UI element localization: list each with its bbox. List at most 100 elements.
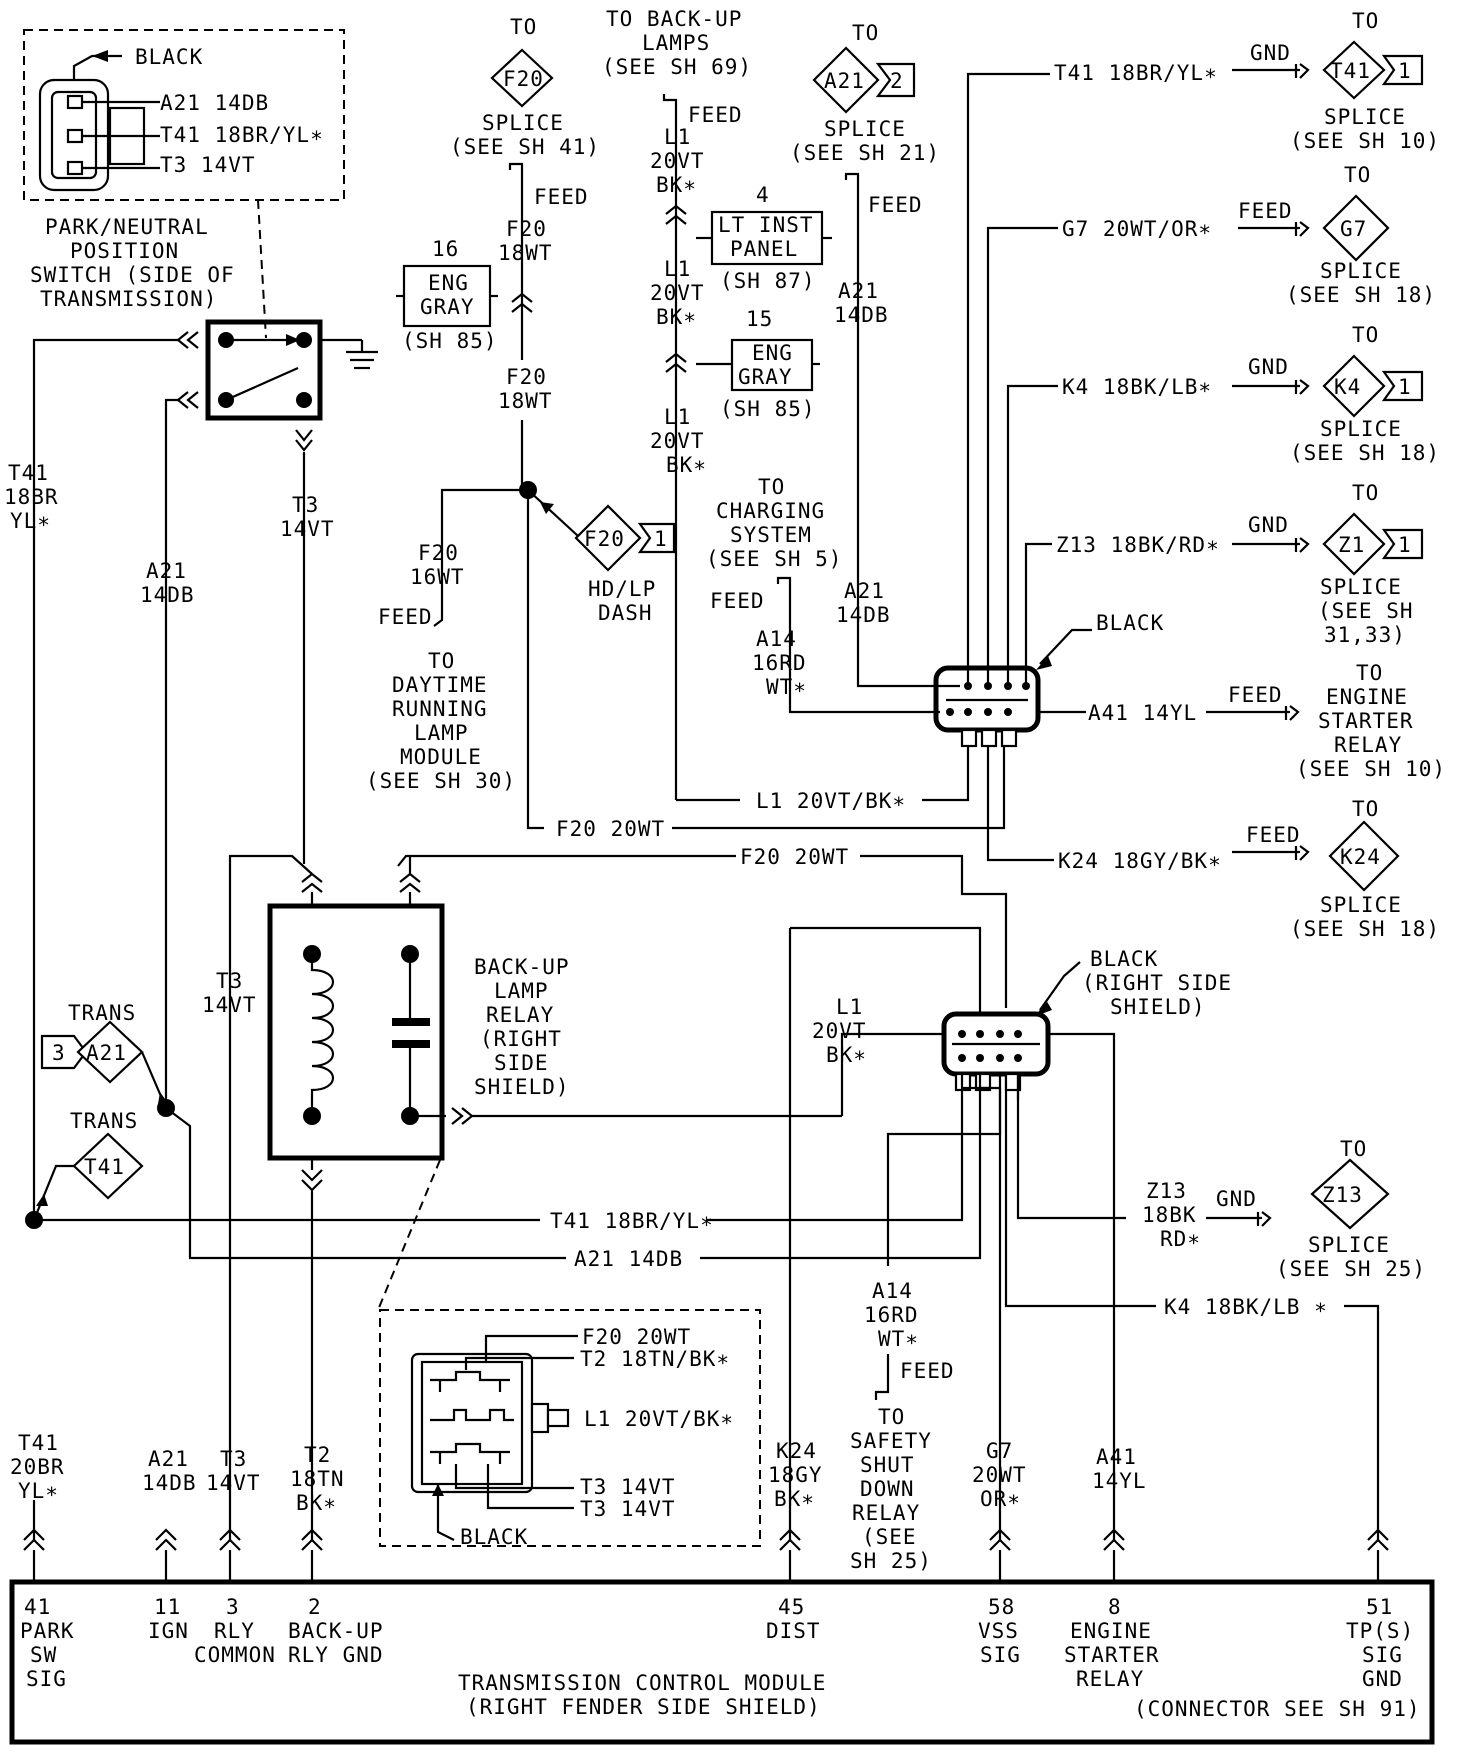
wire-label: A21 14DB — [574, 1247, 683, 1271]
splice-code: K24 — [1340, 845, 1381, 869]
gnd-label: GND — [1248, 355, 1289, 379]
to-label: TO — [1344, 163, 1371, 187]
wire-label: F20 20WT — [740, 845, 849, 869]
splice-label: SPLICE — [1320, 259, 1402, 283]
connector-label: BLACK — [1090, 947, 1158, 971]
pin-desc: STARTER — [1064, 1643, 1160, 1667]
tcm-connector-wires: T41 20BR YL∗ A21 14DB T3 14VT T2 18TN BK… — [10, 1431, 1147, 1540]
relay-line: (SEE SH 10) — [1296, 757, 1446, 781]
eng-gray-15: 15 ENG GRAY (SH 85) — [696, 307, 820, 421]
wire-label: BK∗ — [774, 1487, 815, 1511]
wire-label: K4 18BK/LB ∗ — [1164, 1295, 1328, 1319]
connector-label: PANEL — [730, 237, 798, 261]
wire-label: 14DB — [834, 303, 889, 327]
pin-desc: VSS — [978, 1619, 1019, 1643]
relay-line: TO — [1356, 661, 1383, 685]
wire-label: 16WT — [410, 565, 465, 589]
feed-label: FEED — [710, 589, 765, 613]
splice-label: SPLICE — [1308, 1233, 1390, 1257]
lower-wires: T41 18BR/YL∗ A21 14DB K4 18BK/LB ∗ — [34, 1072, 1380, 1540]
drl-line: RUNNING — [392, 697, 488, 721]
pin-desc: RLY GND — [288, 1643, 384, 1667]
wire-label: WT∗ — [766, 675, 807, 699]
wire-label: F20 20WT — [556, 817, 665, 841]
pin-desc: BACK-UP — [288, 1619, 384, 1643]
to-label: TO — [510, 15, 537, 39]
wire-label: A21 — [146, 559, 187, 583]
drl-line: LAMP — [414, 721, 469, 745]
wire-label: L1 — [664, 125, 691, 149]
sheet-ref: (SH 85) — [720, 397, 816, 421]
to-label: TO — [852, 21, 879, 45]
starter-relay-feed: A41 14YL FEED TO ENGINE STARTER RELAY (S… — [1038, 661, 1446, 781]
ssd-line: RELAY — [852, 1501, 920, 1525]
z13-splice: Z13 18BK RD∗ GND TO Z13 SPLICE (SEE SH 2… — [1142, 1137, 1426, 1281]
charging-line: TO — [758, 475, 785, 499]
wire-label: L1 — [664, 405, 691, 429]
switch-title-line: TRANSMISSION) — [40, 287, 217, 311]
pin-desc: COMMON — [194, 1643, 276, 1667]
trans-label: TRANS — [70, 1109, 138, 1133]
pin-desc: SIG — [1362, 1643, 1403, 1667]
wire-label: BK∗ — [656, 305, 697, 329]
pin-number: 3 — [52, 1041, 66, 1065]
to-label: TO — [1352, 323, 1379, 347]
splice-label: SPLICE — [824, 117, 906, 141]
wire-label: F20 — [506, 365, 547, 389]
switch-title-line: POSITION — [70, 239, 179, 263]
splice-ref: (SEE SH 41) — [450, 135, 600, 159]
ssd-line: (SEE — [862, 1525, 917, 1549]
connector-label: ENG — [428, 271, 469, 295]
wire-label: G7 20WT/OR∗ — [1062, 217, 1212, 241]
wire-label: 14VT — [280, 517, 335, 541]
park-neutral-switch — [176, 319, 378, 452]
relay-line: (RIGHT — [480, 1027, 562, 1051]
wire-label: 18GY — [768, 1463, 823, 1487]
pin-number: 41 — [24, 1595, 51, 1619]
connector-label: LT INST — [718, 213, 814, 237]
splice-ref: 31,33) — [1324, 623, 1406, 647]
upper-connector: BLACK — [933, 611, 1164, 748]
connector-color: BLACK — [1096, 611, 1164, 635]
pin-desc: IGN — [148, 1619, 189, 1643]
pin-desc: PARK — [20, 1619, 75, 1643]
ssd-line: SHUT — [860, 1453, 915, 1477]
wire-label: A21 — [844, 579, 885, 603]
pin-desc: TP(S) — [1346, 1619, 1414, 1643]
to-label: TO — [1352, 481, 1379, 505]
wire-label: OR∗ — [980, 1487, 1021, 1511]
drl-line: TO — [428, 649, 455, 673]
wire-label: K4 18BK/LB∗ — [1062, 375, 1212, 399]
wire-label: T41 — [18, 1431, 59, 1455]
wire-label: L1 — [664, 257, 691, 281]
wire-label: T41 — [8, 461, 49, 485]
relay-line: BACK-UP — [474, 955, 570, 979]
wire-label: A21 — [148, 1447, 189, 1471]
ssd-line: SAFETY — [850, 1429, 932, 1453]
splice-ref: (SEE SH 25) — [1276, 1257, 1426, 1281]
wire-label: A41 — [1096, 1445, 1137, 1469]
trans-t41: TRANS T41 — [32, 1109, 144, 1221]
wire-label: BK∗ — [666, 453, 707, 477]
switch-pin-a21: A21 14DB — [160, 91, 269, 115]
wire-label: T41 18BR/YL∗ — [550, 1209, 714, 1233]
wire-label: 14VT — [202, 993, 257, 1017]
drl-feed: F20 16WT FEED TO DAYTIME RUNNING LAMP MO… — [366, 488, 528, 793]
tcm-connector-ref: (CONNECTOR SEE SH 91) — [1134, 1697, 1421, 1721]
connector-number: 16 — [432, 237, 459, 261]
pin-number: 1 — [1398, 59, 1412, 83]
lower-connector: BLACK (RIGHT SIDE SHIELD) L1 20VT BK∗ — [812, 947, 1231, 1540]
switch-title: PARK/NEUTRAL POSITION SWITCH (SIDE OF TR… — [30, 215, 234, 311]
wire-label: YL∗ — [10, 509, 51, 533]
to-label: TO — [1352, 9, 1379, 33]
wire-label: 14YL — [1092, 1469, 1147, 1493]
wire-label: F20 — [418, 541, 459, 565]
feed-label: FEED — [868, 193, 923, 217]
relay-line: SHIELD) — [474, 1075, 570, 1099]
tcm-title: TRANSMISSION CONTROL MODULE — [458, 1671, 826, 1695]
sheet-ref: (SH 87) — [720, 269, 816, 293]
trans-a21: TRANS 3 A21 — [40, 1001, 170, 1109]
wire-label: A41 14YL — [1088, 701, 1197, 725]
switch-pin-t3: T3 14VT — [160, 153, 256, 177]
wire-label: F20 — [506, 217, 547, 241]
